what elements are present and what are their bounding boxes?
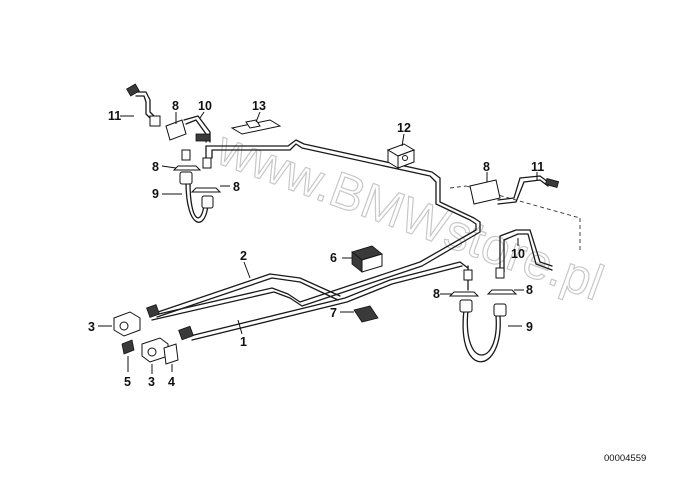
pipe-11-right: [497, 175, 549, 201]
right-brake-hose-assembly: [448, 267, 518, 363]
front-left-fittings: [113, 304, 194, 365]
callout-11-left: 11: [108, 109, 121, 123]
callout-3-left: 3: [88, 320, 95, 334]
right-hose-fitting-right: [493, 303, 507, 317]
callout-10-right: 10: [511, 247, 525, 261]
left-tube-nut-a: [181, 149, 191, 161]
right-rear-assembly: [469, 175, 560, 205]
tube-nut-2-end: [146, 304, 160, 318]
right-clip-8-left: [448, 291, 480, 297]
leader-10-left: [199, 111, 205, 119]
left-hose: [185, 181, 209, 223]
right-hose: [462, 309, 501, 363]
main-pipe-upper: [149, 143, 477, 317]
callout-1: 1: [240, 335, 247, 349]
left-tube-nut-b: [202, 157, 212, 169]
callout-5: 5: [124, 375, 131, 389]
callout-6: 6: [330, 251, 337, 265]
pipe-11-right-parallel: [497, 179, 549, 205]
fitting-3-lower-port: [147, 347, 157, 357]
pipe-11-right-fitting: [544, 178, 560, 188]
pipe-11-left-parallel: [135, 95, 155, 123]
part-6-junction: [351, 245, 383, 273]
left-clip-8-lower: [190, 187, 222, 193]
callout-8-right-right: 8: [526, 283, 533, 297]
clip-7-body: [353, 305, 379, 323]
pipe-2-line-parallel: [156, 277, 339, 318]
bolt-5: [121, 339, 135, 355]
top-left-pipe-11: [126, 83, 161, 127]
callout-labels: 11 8 10 13 12 8 9 8 8 11 10 6 2 8 8 7 9 …: [88, 99, 544, 389]
callout-9-right: 9: [526, 320, 533, 334]
callout-4: 4: [168, 375, 175, 389]
leader-2: [243, 261, 251, 279]
right-bracket-8: [469, 179, 501, 205]
callout-7: 7: [330, 306, 337, 320]
leader-1: [237, 319, 243, 335]
right-hose-fitting-left: [459, 299, 473, 313]
pipe-11-fitting-start: [149, 115, 161, 127]
callout-12: 12: [397, 121, 411, 135]
callout-8-right-top: 8: [483, 160, 490, 174]
diagram-reference-number: 00004559: [604, 453, 646, 464]
callout-2: 2: [240, 249, 247, 263]
junction-6-side: [361, 253, 383, 273]
top-bracket-assembly: [165, 115, 211, 143]
callout-3-bottom: 3: [148, 375, 155, 389]
bracket-8-top: [165, 119, 187, 141]
pipe-right-branch: [499, 229, 553, 271]
left-hose-inner: [189, 181, 205, 219]
leader-lines: [98, 111, 538, 374]
bracket-4: [163, 343, 179, 365]
callout-8-top: 8: [172, 99, 179, 113]
leader-12: [401, 133, 405, 147]
leader-8a: [161, 165, 177, 169]
fitting-3-upper-port: [119, 321, 129, 331]
main-pipe-upper-parallel: [151, 139, 481, 321]
left-hose-fitting-top: [179, 171, 193, 185]
left-hose-fitting-right: [201, 195, 214, 209]
callout-10-left: 10: [198, 99, 212, 113]
pipe-11-fitting-end: [126, 83, 140, 97]
callout-8-mid-left: 8: [152, 160, 159, 174]
callout-8-mid-right: 8: [233, 180, 240, 194]
main-pipe-lower: [189, 261, 469, 337]
pipe-10-fitting: [195, 133, 211, 142]
dashed-line-upper: [465, 185, 581, 219]
part-7-clip: [353, 305, 379, 323]
pipe-11-left: [135, 91, 159, 121]
callout-11-right: 11: [531, 160, 544, 174]
dashed-line-lower: [449, 185, 581, 250]
pipe-right-branch-parallel: [503, 233, 553, 273]
right-tube-nut-a: [463, 269, 473, 281]
main-pipe-lower-parallel: [191, 265, 463, 341]
right-clip-8-right: [486, 289, 518, 295]
right-tube-nut-b: [495, 267, 505, 279]
left-clip-8-upper: [172, 165, 202, 171]
left-brake-hose-assembly: [172, 149, 222, 223]
right-hose-inner: [466, 309, 497, 356]
tube-nut-1-end: [178, 325, 194, 341]
block-12-hole: [402, 155, 408, 161]
callout-13: 13: [252, 99, 266, 113]
callout-8-right-left: 8: [433, 287, 440, 301]
part-12-block: [386, 143, 416, 169]
leader-13: [255, 111, 261, 123]
pipe-2-line: [154, 273, 341, 314]
callout-9-left: 9: [152, 187, 159, 201]
